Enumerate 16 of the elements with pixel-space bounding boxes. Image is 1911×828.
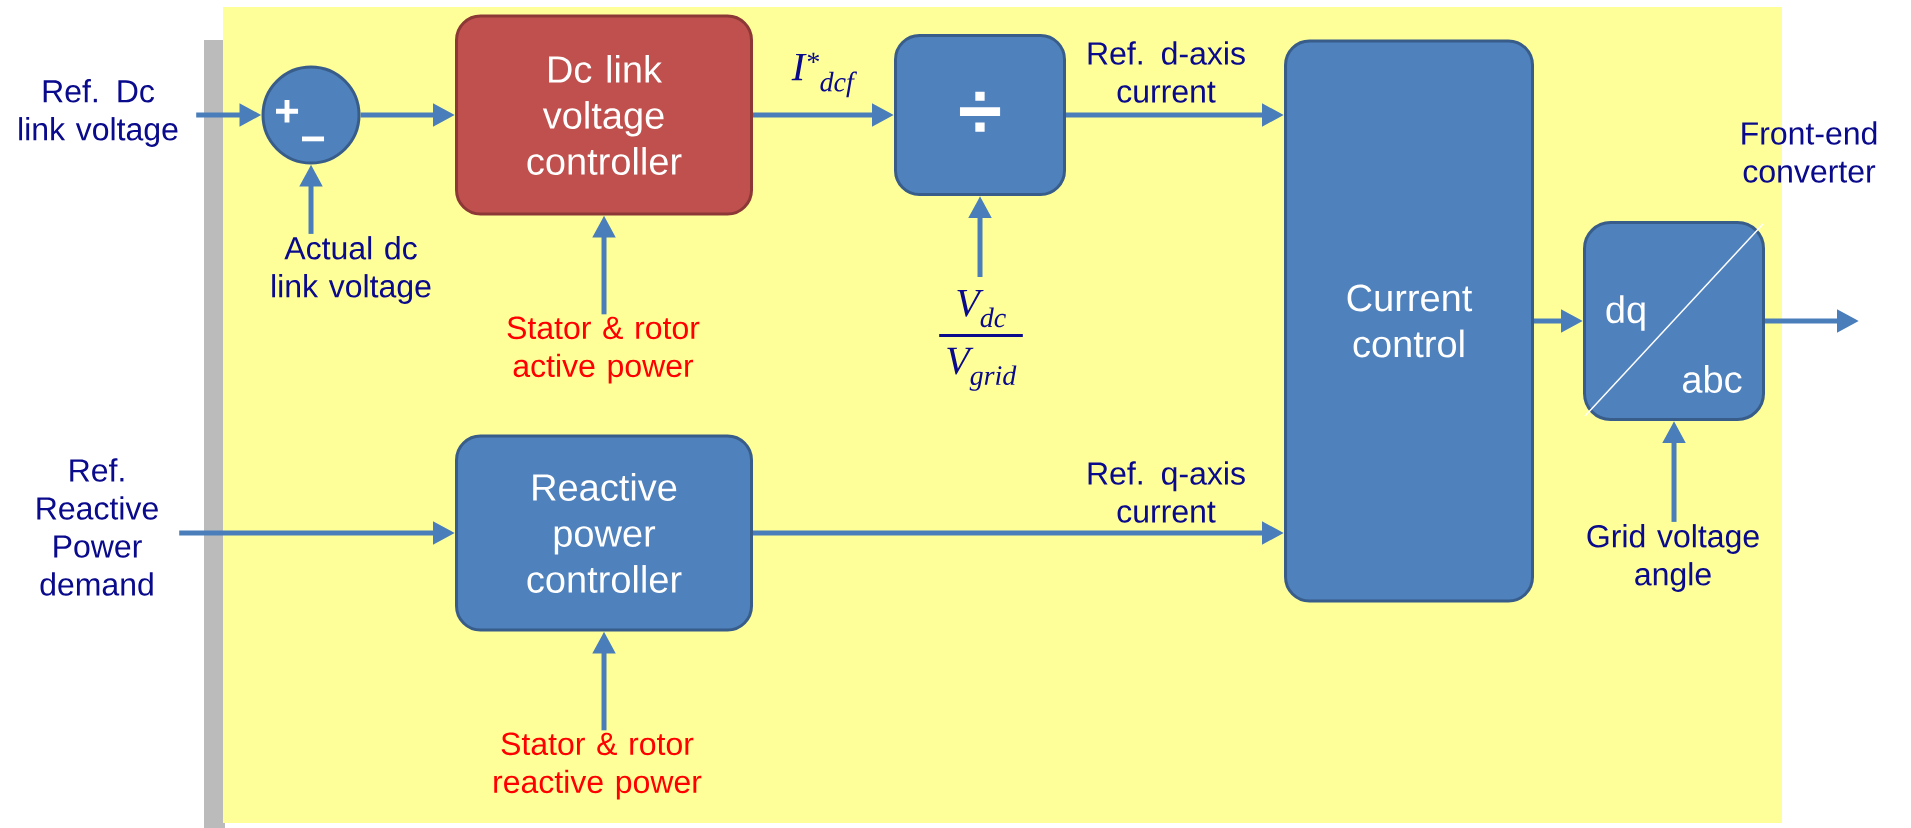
input-label: Ref. Dc link voltage: [19, 79, 178, 147]
summing-junction: + −: [261, 65, 361, 165]
input-label: Actual dc link voltage: [272, 236, 431, 304]
input-label: Grid voltage angle: [1587, 524, 1759, 592]
transform-box: dq abc: [1583, 221, 1765, 421]
fraction: V$_{dc}$ V$_{grid}$: [939, 290, 1023, 391]
controller-box: Dc link voltage controller: [455, 14, 753, 216]
edge-label: I$^{*}$dcf: [791, 52, 857, 98]
input-label: Ref. Reactive Power demand: [37, 458, 158, 596]
control-box: Current control: [1284, 39, 1534, 603]
controller-box: Reactive power controller: [455, 434, 753, 632]
input-label: Stator & rotor active power: [507, 316, 700, 384]
edge-label: Ref. d-axis current: [1088, 41, 1245, 103]
edge-label: Front-end converter: [1742, 121, 1877, 183]
input-label: Stator & rotor reactive power: [494, 732, 702, 800]
edge-label: Ref. q-axis current: [1088, 461, 1245, 523]
